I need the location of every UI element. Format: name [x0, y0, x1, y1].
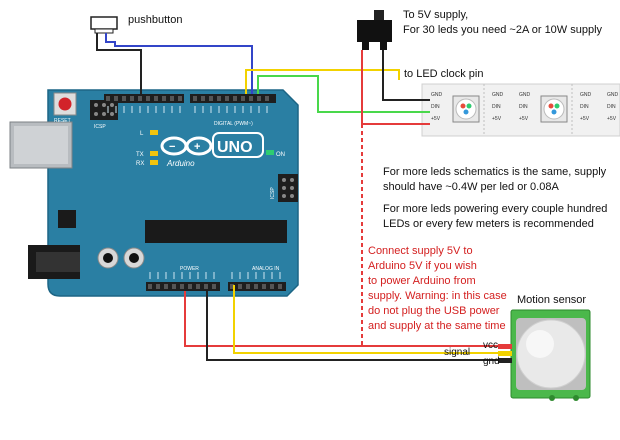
- strip-pin-label: GND: [580, 92, 592, 98]
- strip-pin-label: DIN: [431, 104, 440, 110]
- voltage-regulator: [58, 210, 76, 228]
- strip-pin-label: +5V: [519, 116, 529, 122]
- sensor-vcc-red-wire: [184, 291, 498, 347]
- more-leds-note-2: should have ~0.4W per led or 0.08A: [383, 181, 559, 193]
- sensor-signal-yellow-wire: [233, 285, 498, 354]
- strip-pin-label: DIN: [580, 104, 589, 110]
- power-label: POWER: [180, 266, 199, 272]
- supply-note-line-2: For 30 leds you need ~2A or 10W supply: [403, 24, 603, 36]
- strip-pin-label: GND: [519, 92, 531, 98]
- strip-pin-label: +5V: [580, 116, 590, 122]
- svg-text:−: −: [169, 141, 175, 153]
- icsp-left-label: ICSP: [94, 124, 106, 130]
- connect-warning-5: do not plug the USB power: [368, 305, 500, 317]
- l-led-label: L: [140, 131, 144, 137]
- led-clock-label: to LED clock pin: [404, 68, 484, 80]
- strip-pin-label: DIN: [492, 104, 501, 110]
- connect-warning-2: Arduino 5V if you wish: [368, 260, 477, 272]
- reset-label: RESET: [54, 118, 71, 124]
- supply-note-line-1: To 5V supply,: [403, 9, 469, 21]
- microcontroller-chip: [145, 220, 287, 243]
- strip-pin-label: GND: [492, 92, 504, 98]
- arduino-uno-board: − +: [9, 89, 299, 297]
- gnd-label: gnd: [483, 356, 500, 367]
- arduino-logo: − +: [160, 136, 213, 156]
- powering-note-1: For more leds powering every couple hund…: [383, 203, 608, 215]
- icsp-header-right: [278, 174, 298, 202]
- vcc-label: vcc: [483, 340, 498, 351]
- sensor-gnd-black-wire: [206, 291, 498, 361]
- pushbutton-blue-wire: [105, 33, 253, 94]
- connect-warning-6: and supply at the same time: [368, 320, 506, 332]
- icsp-right-label: ICSP: [270, 187, 276, 199]
- analog-in-label: ANALOG IN: [252, 266, 280, 272]
- power-plug: [357, 10, 392, 50]
- wires: [96, 33, 498, 361]
- pushbutton: [90, 16, 118, 34]
- powering-note-2: LEDs or every few meters is recommended: [383, 218, 594, 230]
- motion-sensor-label: Motion sensor: [517, 294, 587, 306]
- strip-pin-label: DIN: [519, 104, 528, 110]
- arduino-brand-label: Arduino: [166, 159, 195, 168]
- more-leds-note-1: For more leds schematics is the same, su…: [383, 166, 607, 178]
- connect-warning-1: Connect supply 5V to: [368, 245, 473, 257]
- led-strip: GND DIN +5V GND DIN +5V GND DIN +5V GND DIN +5V GND D…: [421, 83, 620, 137]
- pushbutton-label: pushbutton: [128, 14, 183, 26]
- strip-pin-label: +5V: [492, 116, 502, 122]
- svg-text:+: +: [194, 141, 200, 153]
- strip-pin-label: GND: [607, 92, 619, 98]
- on-led-label: ON: [276, 152, 285, 158]
- digital-label: DIGITAL (PWM~): [214, 121, 253, 127]
- connect-warning-4: supply. Warning: in this case: [368, 290, 507, 302]
- uno-label: UNO: [217, 139, 253, 156]
- rx-led-label: RX: [136, 161, 144, 167]
- tx-led-label: TX: [136, 152, 144, 158]
- supply-black-wire: [382, 50, 430, 101]
- strip-pin-label: +5V: [431, 116, 441, 122]
- connect-warning-3: to power Arduino from: [368, 275, 476, 287]
- signal-label: signal: [444, 347, 471, 358]
- motion-sensor: [498, 309, 591, 401]
- icsp-header-left: [90, 100, 118, 120]
- led-data-green-wire: [257, 75, 430, 113]
- led-clock-yellow-wire: [245, 69, 400, 94]
- capacitors: [97, 247, 145, 269]
- strip-pin-label: GND: [431, 92, 443, 98]
- strip-pin-label: +5V: [607, 116, 617, 122]
- strip-pin-label: DIN: [607, 104, 616, 110]
- pushbutton-black-wire: [96, 33, 142, 94]
